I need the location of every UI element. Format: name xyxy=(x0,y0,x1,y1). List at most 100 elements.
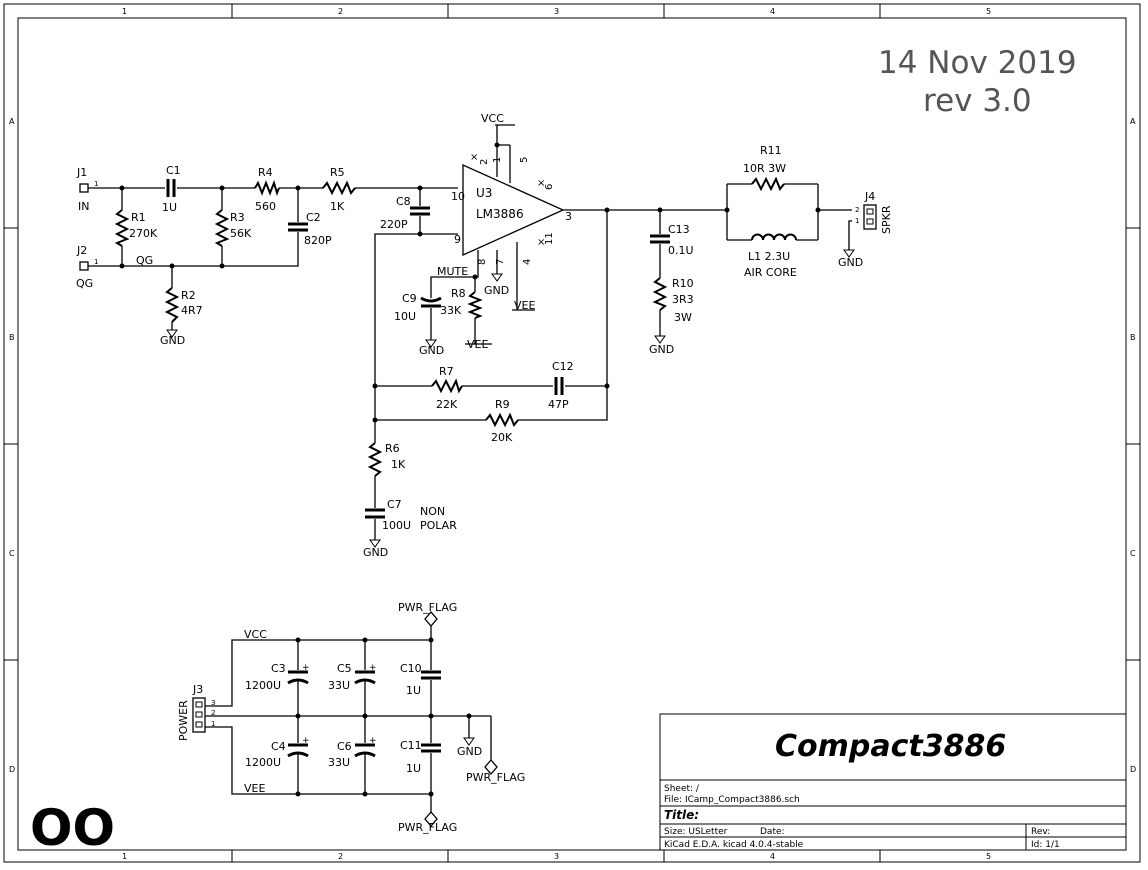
sheet-line: Sheet: / xyxy=(664,784,700,794)
c13-value: 0.1U xyxy=(668,244,694,257)
capacitor-c11: C11 1U xyxy=(400,739,441,775)
logo-text: OO xyxy=(30,799,115,857)
j3-pin1: 1 xyxy=(211,720,215,728)
polarity-plus: + xyxy=(369,736,377,746)
pin-2: 2 xyxy=(479,159,490,165)
j1-name: IN xyxy=(78,200,89,213)
c3-ref: C3 xyxy=(271,662,286,675)
column-labels-top: 1 2 3 4 5 xyxy=(122,7,991,16)
r2-value: 4R7 xyxy=(181,304,203,317)
pin-10: 10 xyxy=(451,190,465,203)
row-label-b: B xyxy=(1130,333,1136,342)
row-labels-left: A B C D xyxy=(9,117,15,774)
pwr-flag-gnd: PWR_FLAG xyxy=(466,759,525,784)
gnd-label: GND xyxy=(160,334,185,347)
nc-mark-2: × xyxy=(470,152,478,163)
polarity-plus: + xyxy=(302,736,310,746)
nc-mark-6: × xyxy=(537,178,545,189)
r8-ref: R8 xyxy=(451,287,466,300)
u3-value: LM3886 xyxy=(476,207,524,221)
r4-value: 560 xyxy=(255,200,276,213)
c7-note-line2: POLAR xyxy=(420,519,457,532)
row-label-a: A xyxy=(9,117,15,126)
r4-ref: R4 xyxy=(258,166,273,179)
pwr-flag-label-bottom: PWR_FLAG xyxy=(398,821,457,834)
id-line: Id: 1/1 xyxy=(1031,840,1060,850)
c9-value: 10U xyxy=(394,310,416,323)
c10-value: 1U xyxy=(406,684,421,697)
connector-j4: J4 2 1 SPKR GND xyxy=(838,190,893,269)
capacitor-c6: + C6 33U xyxy=(328,736,377,769)
r7-ref: R7 xyxy=(439,365,454,378)
r8-value: 33K xyxy=(440,304,462,317)
c7-ref: C7 xyxy=(387,498,402,511)
row-label-b: B xyxy=(9,333,15,342)
c5-ref: C5 xyxy=(337,662,352,675)
c4-ref: C4 xyxy=(271,740,286,753)
u3-ref: U3 xyxy=(476,186,492,200)
resistor-r4: R4 560 xyxy=(254,166,280,213)
capacitor-c4: + C4 1200U xyxy=(245,736,310,769)
capacitor-c9: C9 10U GND xyxy=(394,292,444,357)
r9-value: 20K xyxy=(491,431,513,444)
vee-label-amp: VEE xyxy=(514,299,535,312)
r5-ref: R5 xyxy=(330,166,345,179)
gnd-label-r10: GND xyxy=(649,343,674,356)
input-section: J1 1 IN J2 1 QG QG C1 1U R1 270K R3 56K xyxy=(76,164,458,347)
resistor-r6: R6 1K xyxy=(367,420,406,508)
pin-7: 7 xyxy=(495,259,506,265)
r2-ref: R2 xyxy=(181,289,196,302)
j2-pin: 1 xyxy=(94,258,98,266)
mute-label: MUTE xyxy=(437,265,468,278)
pin-4: 4 xyxy=(522,259,533,265)
tool-line: KiCad E.D.A. kicad 4.0.4-stable xyxy=(664,840,804,850)
date-label: Date: xyxy=(760,827,785,837)
resistor-r7: R7 22K xyxy=(431,365,463,411)
gnd-label-power: GND xyxy=(457,745,482,758)
c9-ref: C9 xyxy=(402,292,417,305)
vcc-label-amp: VCC xyxy=(481,112,504,125)
capacitor-c3: + C3 1200U xyxy=(245,662,310,692)
vee-label-power: VEE xyxy=(244,782,265,795)
c10-ref: C10 xyxy=(400,662,422,675)
date-note: 14 Nov 2019 xyxy=(878,45,1077,81)
power-junctions xyxy=(295,637,472,797)
rev-label: Rev: xyxy=(1031,827,1050,837)
row-label-d: D xyxy=(9,765,15,774)
pin-11: 11 xyxy=(544,232,555,245)
capacitor-c8: C8 220P xyxy=(380,188,430,234)
pin-9: 9 xyxy=(454,233,461,246)
gnd-label-j4: GND xyxy=(838,256,863,269)
r11-value: 10R 3W xyxy=(743,162,786,175)
capacitor-c13: C13 0.1U xyxy=(650,210,694,278)
file-line: File: ICamp_Compact3886.sch xyxy=(664,795,800,805)
nc-mark-11: × xyxy=(537,237,545,248)
c2-ref: C2 xyxy=(306,211,321,224)
c12-value: 47P xyxy=(548,398,569,411)
resistor-r5: R5 1K xyxy=(322,166,356,213)
r1-value: 270K xyxy=(129,227,158,240)
feedback-section: R7 22K C12 47P R9 20K R6 1K C7 xyxy=(363,210,610,559)
j3-ref: J3 xyxy=(192,683,203,696)
c2-value: 820P xyxy=(304,234,332,247)
c7-value: 100U xyxy=(382,519,411,532)
pwr-flag-label-top: PWR_FLAG xyxy=(398,601,457,614)
col-label-3: 3 xyxy=(554,7,559,16)
resistor-r1: R1 270K xyxy=(114,209,158,247)
output-section: R11 10R 3W L1 2.3U AIR CORE J4 2 1 SPKR … xyxy=(649,144,893,356)
col-label-2: 2 xyxy=(338,852,343,861)
connector-j3: J3 POWER 3 2 1 xyxy=(177,683,215,741)
c1-ref: C1 xyxy=(166,164,181,177)
j4-pin1: 1 xyxy=(855,217,859,225)
size-line: Size: USLetter xyxy=(664,827,728,837)
resistor-r8: R8 33K VEE xyxy=(440,277,492,351)
resistor-r11: R11 10R 3W xyxy=(743,144,786,192)
r5-value: 1K xyxy=(330,200,345,213)
col-label-5: 5 xyxy=(986,852,991,861)
j3-pin2: 2 xyxy=(211,709,215,717)
j4-name: SPKR xyxy=(880,205,893,234)
c8-value: 220P xyxy=(380,218,408,231)
c4-value: 1200U xyxy=(245,756,281,769)
